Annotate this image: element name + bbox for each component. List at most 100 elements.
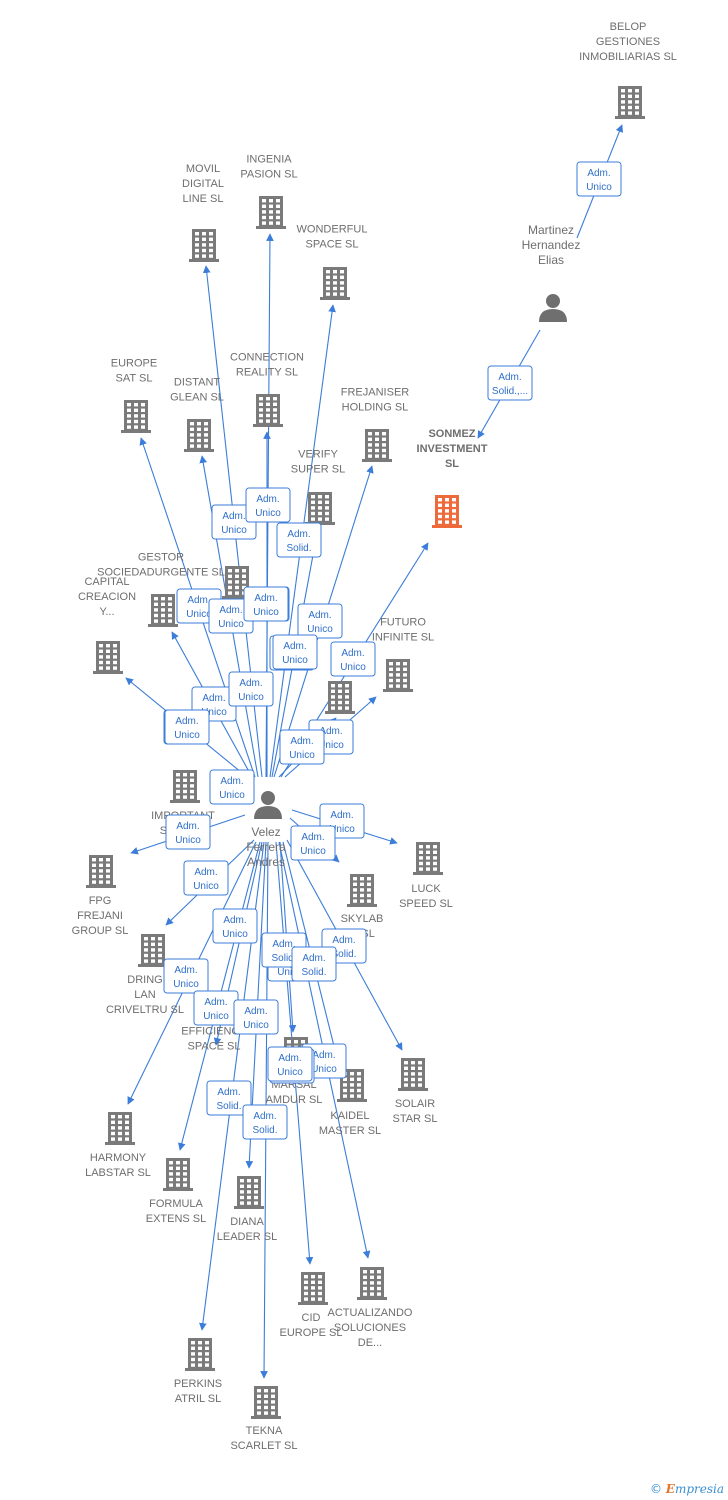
building-window [331,706,335,710]
edge-role-label[interactable]: Adm.Unico [267,1046,313,1082]
building-window [144,959,148,963]
edge-role-label[interactable]: Adm.Unico [297,603,343,639]
node-label: AMDUR SL [266,1094,323,1106]
building-window [318,495,322,499]
building-window [360,899,364,903]
edge-role-label[interactable]: Adm.Solid. [276,522,322,558]
building-base [383,689,413,692]
building-icon [189,229,219,262]
edge-role-label[interactable]: Adm.Unico [183,860,229,896]
building-window [438,503,442,507]
edge-role-label[interactable]: Adm.Solid. [291,946,337,982]
edge-label-text: Unico [173,979,199,990]
edge-role-label[interactable]: Adm.Unico [164,709,210,745]
edge-role-label[interactable]: Adm.Unico [290,825,336,861]
building-window [389,678,393,683]
building-icon [357,1267,387,1300]
building-window [343,1083,347,1087]
edge-label-text: Unico [238,692,264,703]
building-window [259,397,263,401]
building-base [184,449,214,452]
building-window [418,1061,422,1065]
edge-role-label[interactable]: Adm.Unico [165,814,211,850]
building-window [331,695,335,699]
edge-role-label[interactable]: Adm.Unico [330,641,376,677]
node-label: MOVIL [186,163,220,175]
edge-role-label[interactable]: Adm.Unico [163,958,209,994]
edge-label-box [487,365,533,401]
building-window [240,1184,244,1188]
node-actualizando[interactable]: ACTUALIZANDOSOLUCIONESDE... [328,1267,413,1349]
building-window [204,433,208,437]
node-label: DE... [358,1337,382,1349]
edge-label-box [576,161,622,197]
building-window [141,403,145,407]
edge-role-label[interactable]: Adm.Unico [208,598,254,634]
building-window [99,858,103,862]
building-base [347,904,377,907]
building-window [333,270,337,274]
building-window [419,845,423,849]
building-base [138,964,168,967]
edge-role-label[interactable]: Adm.Unico [272,634,318,670]
node-capital[interactable]: CAPITALCREACIONY... [78,576,136,674]
edge-labels-layer: Adm.UnicoAdm.Solid.,...Adm.Solid.Adm.Uni… [163,161,622,1140]
edge-role-label[interactable]: Adm.Solid. [242,1104,288,1140]
edge-role-label[interactable]: Adm.Unico [212,908,258,944]
brand-footer[interactable]: © Empresia [650,1482,724,1496]
building-window [209,243,213,247]
building-window [99,874,103,879]
building-window [350,1077,354,1081]
building-base [148,624,178,627]
building-window [326,281,330,285]
edge-role-label[interactable]: Adm.Unico [233,999,279,1035]
building-icon [93,641,123,674]
building-window [235,580,239,584]
edge-role-label[interactable]: Adm.Unico [243,586,289,622]
building-window [197,422,201,426]
building-window [106,880,110,884]
building-window [318,506,322,510]
building-window [269,199,273,203]
building-window [363,1292,367,1296]
edge-role-label[interactable]: Adm.Unico [245,487,291,523]
edge-role-label[interactable]: Adm.Unico [228,671,274,707]
edge-role-label[interactable]: Adm.Unico [209,769,255,805]
edge-role-label[interactable]: Adm.Unico [279,729,325,765]
edge-role-label[interactable]: Adm.Unico [576,161,622,197]
edge-role-label[interactable]: Adm.Solid.,... [487,365,533,401]
edge-role-label[interactable]: Adm.Unico [193,990,239,1026]
edge-role-label[interactable]: Adm.Solid. [206,1080,252,1116]
building-window [176,1161,180,1165]
edge-label-text: Adm. [204,997,227,1008]
edge-label-box [330,641,376,677]
node-label: Ferrera [246,840,286,854]
node-world[interactable] [325,681,355,714]
